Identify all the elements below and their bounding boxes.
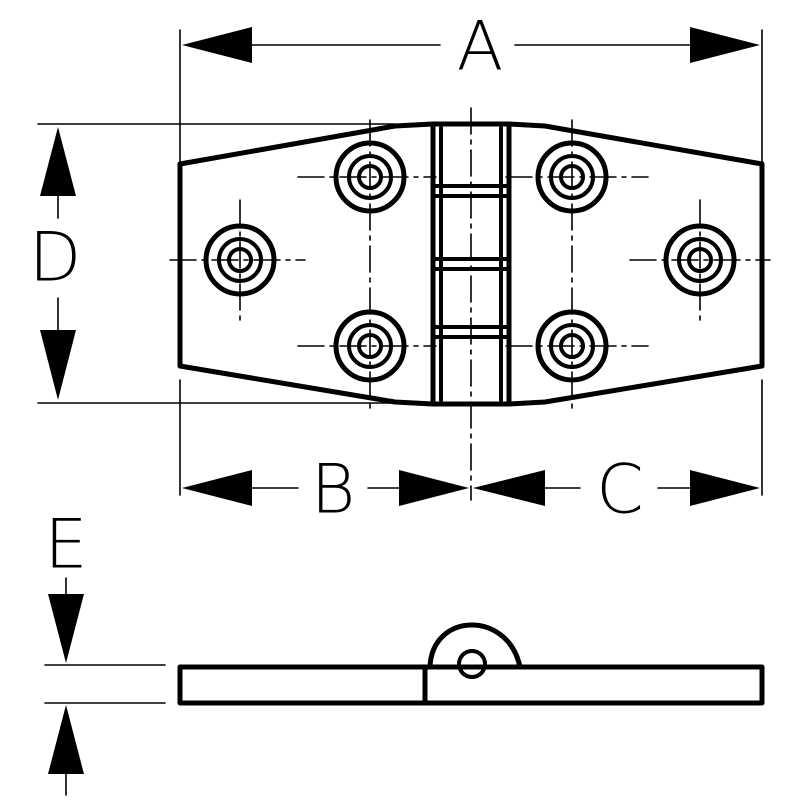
- arrow-a-right: [690, 27, 760, 63]
- screw-hole-top-right: [535, 140, 609, 214]
- hinge-leaves-side: [177, 664, 765, 706]
- arrow-d-bottom: [40, 330, 76, 400]
- arrow-e-top: [48, 594, 84, 663]
- label-d: D: [29, 219, 81, 298]
- screw-holes: [203, 140, 737, 383]
- label-b: B: [311, 451, 356, 530]
- right-leaf-outline: [506, 121, 765, 407]
- arrow-a-left: [182, 27, 252, 63]
- hinge-side-view: [177, 622, 765, 706]
- arrow-c-left: [473, 470, 545, 506]
- label-c: C: [596, 451, 643, 530]
- label-a: A: [457, 8, 504, 87]
- knuckle-side-profile: [427, 622, 523, 670]
- screw-hole-top-left: [333, 140, 407, 214]
- screw-hole-bottom-left: [333, 309, 407, 383]
- arrow-e-bottom: [48, 705, 84, 774]
- dimension-d: D: [29, 123, 396, 404]
- screw-hole-mid-right: [663, 223, 737, 297]
- arrow-d-top: [40, 127, 76, 196]
- screw-hole-mid-left: [203, 223, 277, 297]
- centerlines: [169, 107, 771, 501]
- label-e: E: [45, 506, 88, 585]
- arrow-c-right: [690, 470, 760, 506]
- hinge-pin-side: [457, 649, 487, 679]
- dimension-a: A: [179, 8, 763, 171]
- arrow-b-left: [182, 470, 252, 506]
- dimension-c: C: [473, 379, 763, 530]
- dimension-b: B: [179, 379, 469, 530]
- left-leaf-outline: [177, 121, 436, 407]
- screw-hole-bottom-right: [535, 309, 609, 383]
- arrow-b-right: [399, 470, 469, 506]
- dimension-e: E: [44, 506, 166, 796]
